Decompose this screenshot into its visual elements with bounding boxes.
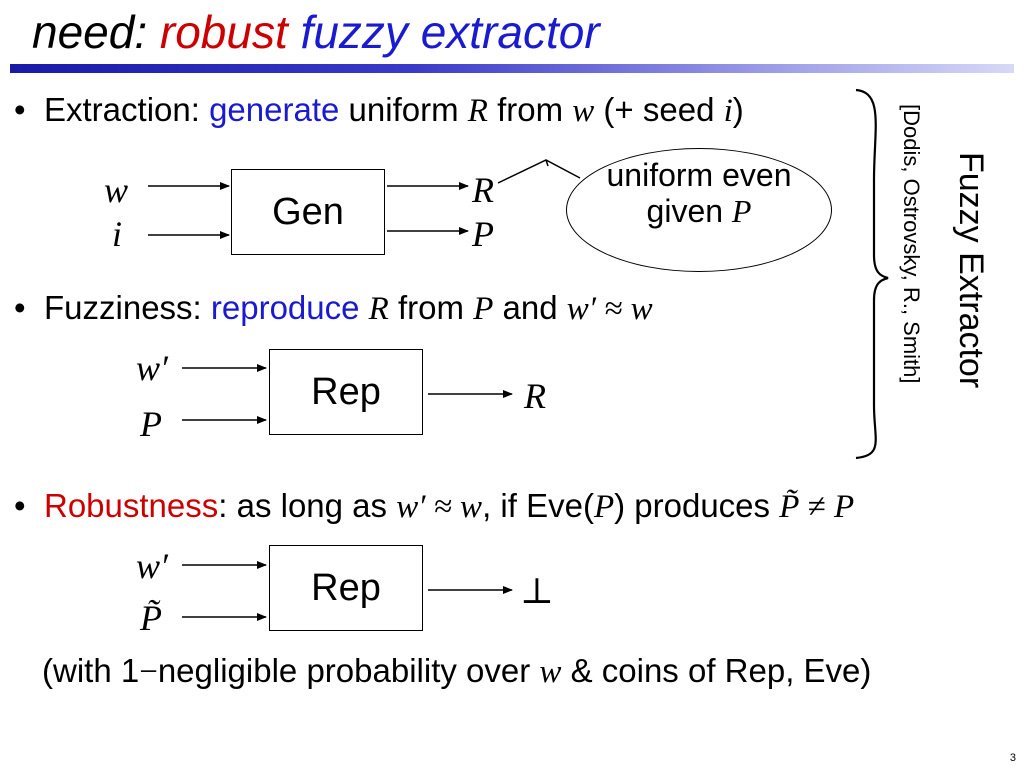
bullet-fuzziness: • Fuzziness: reproduce R from P and w′ ≈ … xyxy=(14,288,653,329)
fuzzy-extractor-label: Fuzzy Extractor xyxy=(952,152,990,389)
robustness-text-2: , if Eve( xyxy=(482,487,594,524)
page-number: 3 xyxy=(1009,752,1016,764)
extraction-var-w: w xyxy=(572,93,595,129)
bullet-dot: • xyxy=(14,289,26,326)
note-dash: − xyxy=(139,654,158,690)
extraction-var-i: i xyxy=(723,93,733,129)
gen-box: Gen xyxy=(231,169,385,255)
extraction-text-1: uniform xyxy=(339,91,468,128)
fuzziness-label: Fuzziness: xyxy=(44,289,211,326)
title-underline xyxy=(10,64,1014,73)
note-text-3: & coins of Rep, Eve) xyxy=(561,652,872,689)
fuzziness-verb: reproduce xyxy=(210,289,360,326)
rep1-input-P: P xyxy=(140,404,162,444)
bullet-dot: • xyxy=(14,91,26,128)
callout-pointer-tail xyxy=(545,159,549,167)
extraction-var-R: R xyxy=(467,93,488,129)
extraction-label: Extraction: xyxy=(44,91,210,128)
rep2-input-w-prime: w′ xyxy=(136,546,168,586)
bullet-extraction: • Extraction: generate uniform R from w (… xyxy=(14,90,744,131)
robustness-approx: w′ ≈ w xyxy=(396,489,483,525)
note-text-1: (with 1 xyxy=(42,652,140,689)
callout-uniform: uniform even given P xyxy=(566,148,832,272)
note-text-2: negligible probability over xyxy=(157,652,540,689)
robustness-var-P2: P xyxy=(834,489,855,525)
gen-output-P: P xyxy=(472,214,494,254)
rep2-box: Rep xyxy=(269,545,423,631)
title-robust: robust xyxy=(159,6,288,58)
fuzziness-var-P: P xyxy=(473,291,494,327)
rep1-input-w-prime: w′ xyxy=(136,348,168,388)
fuzziness-text-2: and xyxy=(493,289,567,326)
rep2-input-P-tilde: P̃ xyxy=(140,598,162,638)
rep1-output-R: R xyxy=(524,376,546,416)
robustness-var-P: P xyxy=(593,489,615,525)
robustness-neq: ≠ xyxy=(799,489,834,525)
robustness-label: Robustness xyxy=(44,487,219,524)
extraction-text-4: ) xyxy=(732,91,744,128)
callout-var-P: P xyxy=(731,193,752,229)
fuzziness-text-1: from xyxy=(388,289,474,326)
rep2-output-bottom: ⊥ xyxy=(520,571,554,611)
callout-line2: given P xyxy=(567,193,831,229)
right-brace xyxy=(855,88,889,460)
rep1-box: Rep xyxy=(269,349,423,435)
gen-output-R: R xyxy=(472,170,494,210)
callout-pointer xyxy=(497,159,581,184)
callout-given: given xyxy=(646,193,732,229)
extraction-verb: generate xyxy=(209,91,340,128)
note-var-w: w xyxy=(539,654,562,690)
extraction-text-2: from xyxy=(487,91,573,128)
extraction-text-3: (+ seed xyxy=(594,91,724,128)
bullet-dot: • xyxy=(14,487,26,524)
title-fuzzy-extractor: fuzzy extractor xyxy=(287,6,600,58)
robustness-text-3: ) produces xyxy=(614,487,780,524)
robustness-var-P-tilde: P̃ xyxy=(779,489,800,525)
probability-note: (with 1−negligible probability over w & … xyxy=(42,652,871,691)
bullet-robustness: •Robustness: as long as w′ ≈ w, if Eve(P… xyxy=(14,486,854,527)
slide-title: need: robust fuzzy extractor xyxy=(32,4,600,60)
citation-label: [Dodis, Ostrovsky, R., Smith] xyxy=(899,104,924,384)
fuzziness-approx: w′ ≈ w xyxy=(566,291,653,327)
gen-input-w: w xyxy=(104,170,129,210)
fuzziness-var-R: R xyxy=(368,291,389,327)
robustness-text-1: : as long as xyxy=(218,487,397,524)
title-need: need: xyxy=(32,6,160,58)
gen-input-i: i xyxy=(112,214,123,254)
callout-line1: uniform even xyxy=(606,157,792,193)
